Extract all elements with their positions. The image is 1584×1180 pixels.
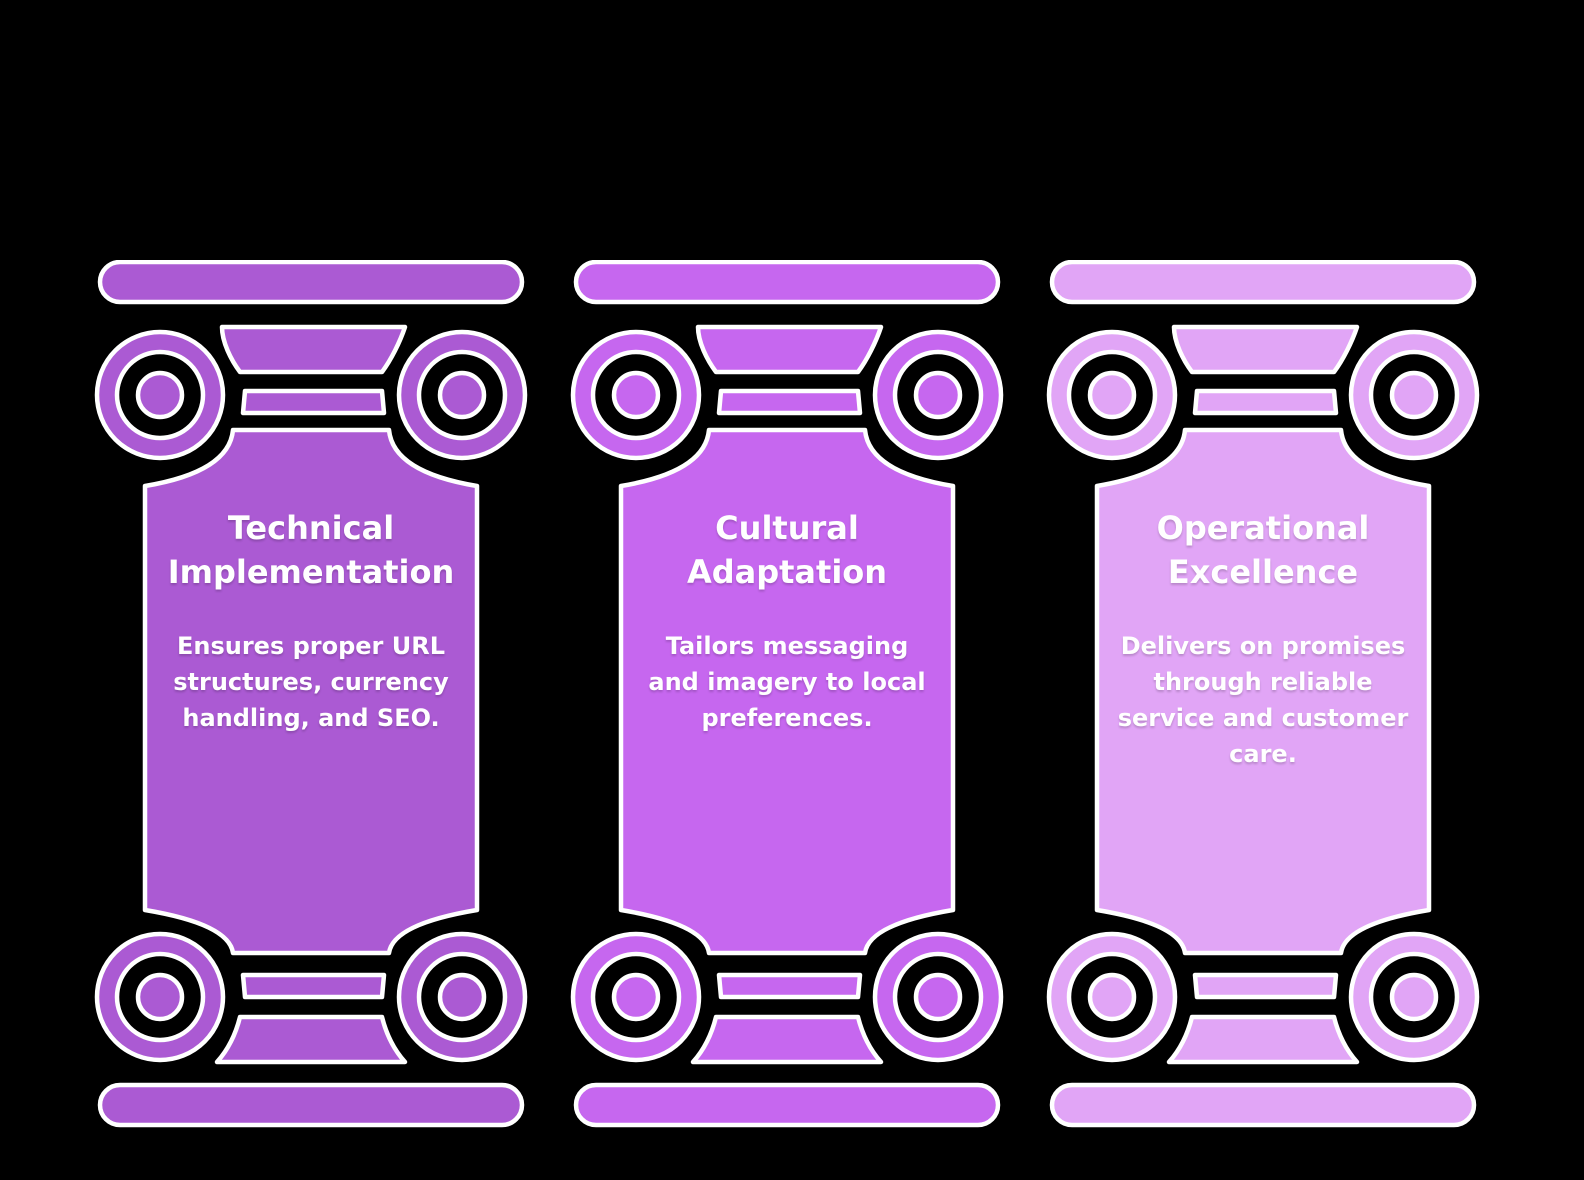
column-echinus [1171,324,1360,375]
volute-top-right [1348,329,1480,461]
column-abacus-bar [97,260,525,305]
column-neck-band-bottom [1192,972,1339,1000]
column-neck-band-bottom [716,972,863,1000]
volute-top-left [1046,329,1178,461]
volute-center-dot [1389,972,1439,1022]
volute-bottom-right [872,931,1004,1063]
volute-center-dot [1389,370,1439,420]
pillar-title: Operational Excellence [1156,509,1370,591]
column-shapes [1046,260,1480,1128]
pillar-title: Cultural Adaptation [686,509,888,591]
pillar-text-block: Cultural Adaptation Tailors messaging an… [621,506,953,736]
volute-bottom-right [1348,931,1480,1063]
pillar-description: Delivers on promises through reliable se… [1117,632,1409,768]
column-shaft [618,427,956,956]
column-abacus-bar [573,260,1001,305]
column-abacus-bar [1049,260,1477,305]
column-shaft [1094,427,1432,956]
pillar-title: Technical Implementation [167,509,455,591]
volute-center-dot [611,972,661,1022]
volute-bottom-left [570,931,702,1063]
volute-center-dot [1087,370,1137,420]
column-shapes [570,260,1004,1128]
pillar-technical-implementation: Technical Implementation Ensures proper … [91,260,531,1130]
volute-center-dot [437,972,487,1022]
volute-center-dot [135,370,185,420]
volute-center-dot [611,370,661,420]
column-neck-band-top [716,388,863,416]
pillar-operational-excellence: Operational Excellence Delivers on promi… [1043,260,1483,1130]
column-icon [1046,260,1480,1128]
volute-bottom-left [1046,931,1178,1063]
volute-center-dot [437,370,487,420]
column-neck-band-bottom [240,972,387,1000]
column-echinus [219,324,408,375]
column-neck-band-top [240,388,387,416]
volute-top-left [94,329,226,461]
column-base-echinus [1166,1014,1360,1065]
column-plinth-bar [1049,1082,1477,1128]
column-plinth-bar [573,1082,1001,1128]
pillar-description: Tailors messaging and imagery to local p… [648,632,926,732]
column-base-echinus [214,1014,408,1065]
column-shapes [94,260,528,1128]
volute-top-left [570,329,702,461]
volute-bottom-right [396,931,528,1063]
column-base-echinus [690,1014,884,1065]
volute-center-dot [913,370,963,420]
column-neck-band-top [1192,388,1339,416]
volute-top-right [396,329,528,461]
volute-bottom-left [94,931,226,1063]
pillar-text-block: Operational Excellence Delivers on promi… [1097,506,1429,772]
column-shaft [142,427,480,956]
column-icon [94,260,528,1128]
volute-center-dot [1087,972,1137,1022]
column-icon [570,260,1004,1128]
column-echinus [695,324,884,375]
volute-center-dot [913,972,963,1022]
pillar-description: Ensures proper URL structures, currency … [173,632,449,732]
pillar-cultural-adaptation: Cultural Adaptation Tailors messaging an… [567,260,1007,1130]
column-plinth-bar [97,1082,525,1128]
pillar-text-block: Technical Implementation Ensures proper … [145,506,477,736]
volute-center-dot [135,972,185,1022]
volute-top-right [872,329,1004,461]
